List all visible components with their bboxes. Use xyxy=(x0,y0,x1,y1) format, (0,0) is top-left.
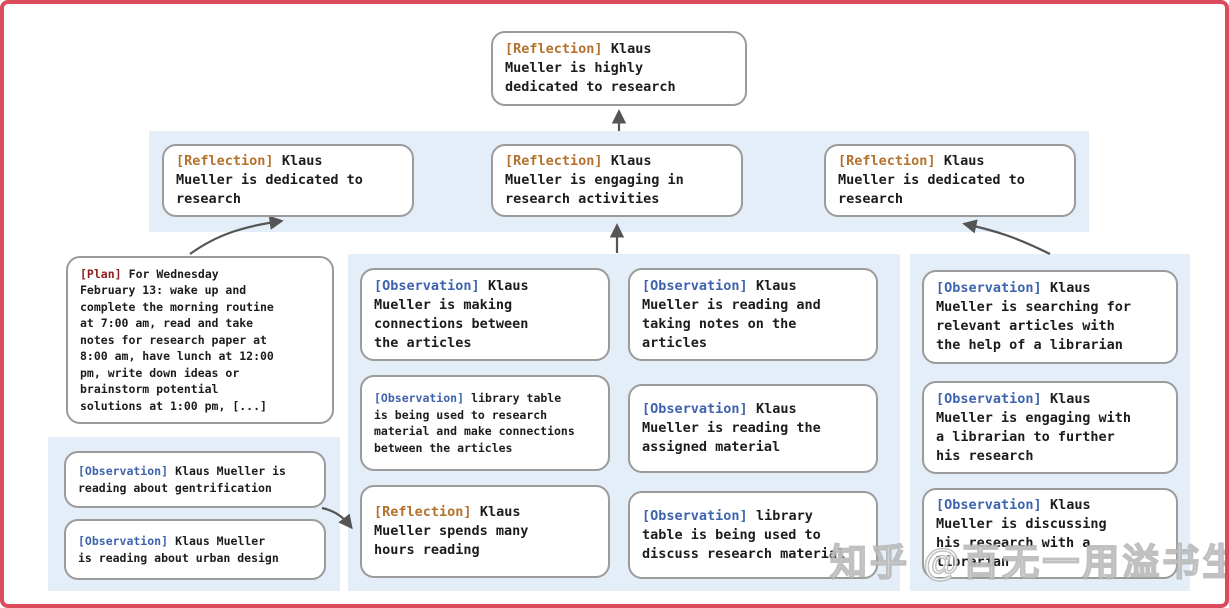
node-observation-library-table-research: [Observation]library table is being used… xyxy=(360,375,610,471)
node-reflection-row2-center: [Reflection]Klaus Mueller is engaging in… xyxy=(491,144,743,217)
reflection-tag: [Reflection] xyxy=(374,504,472,520)
node-plan: [Plan]For Wednesday February 13: wake up… xyxy=(66,256,334,424)
node-text: [Observation]library table is being used… xyxy=(374,391,575,455)
node-text: [Reflection]Klaus Mueller is dedicated t… xyxy=(176,153,363,207)
node-observation-searching-articles: [Observation]Klaus Mueller is searching … xyxy=(922,270,1178,364)
node-text: [Reflection]Klaus Mueller is dedicated t… xyxy=(838,153,1025,207)
observation-tag: [Observation] xyxy=(78,534,169,548)
node-text: [Observation]Klaus Mueller is engaging w… xyxy=(936,390,1132,464)
node-text: [Observation]Klaus Mueller is reading ab… xyxy=(78,464,286,495)
node-observation-assigned-material: [Observation]Klaus Mueller is reading th… xyxy=(628,384,878,473)
reflection-tag: [Reflection] xyxy=(176,153,274,169)
node-reflection-hours-reading: [Reflection]Klaus Mueller spends many ho… xyxy=(360,485,610,578)
plan-tag: [Plan] xyxy=(80,266,122,281)
node-text: [Plan]For Wednesday February 13: wake up… xyxy=(80,266,274,413)
node-reflection-top: [Reflection]Klaus Mueller is highly dedi… xyxy=(491,31,747,106)
node-text: [Observation]Klaus Mueller is searching … xyxy=(936,280,1132,353)
node-observation-engaging-librarian: [Observation]Klaus Mueller is engaging w… xyxy=(922,381,1178,474)
observation-tag: [Observation] xyxy=(374,277,480,294)
reflection-tag: [Reflection] xyxy=(838,153,936,169)
observation-tag: [Observation] xyxy=(374,391,465,405)
node-text: [Observation]library table is being used… xyxy=(642,507,846,562)
observation-tag: [Observation] xyxy=(642,507,748,524)
node-text: [Reflection]Klaus Mueller is highly dedi… xyxy=(505,41,676,95)
observation-tag: [Observation] xyxy=(642,277,748,294)
observation-tag: [Observation] xyxy=(936,496,1042,513)
observation-tag: [Observation] xyxy=(642,401,748,417)
node-text: [Reflection]Klaus Mueller is engaging in… xyxy=(505,153,684,207)
node-observation-urban-design: [Observation]Klaus Mueller is reading ab… xyxy=(64,519,326,580)
node-text: [Observation]Klaus Mueller is discussing… xyxy=(936,496,1107,570)
node-reflection-row2-left: [Reflection]Klaus Mueller is dedicated t… xyxy=(162,144,414,217)
observation-tag: [Observation] xyxy=(936,280,1042,296)
observation-tag: [Observation] xyxy=(78,464,169,478)
reflection-tag: [Reflection] xyxy=(505,153,603,169)
node-text: [Reflection]Klaus Mueller spends many ho… xyxy=(374,504,529,558)
node-text: [Observation]Klaus Mueller is reading th… xyxy=(642,401,821,455)
node-observation-discussing-librarian: [Observation]Klaus Mueller is discussing… xyxy=(922,488,1178,579)
node-text: [Observation]Klaus Mueller is reading an… xyxy=(642,277,821,351)
node-text: [Observation]Klaus Mueller is reading ab… xyxy=(78,534,279,565)
node-reflection-row2-right: [Reflection]Klaus Mueller is dedicated t… xyxy=(824,144,1076,217)
node-text: [Observation]Klaus Mueller is making con… xyxy=(374,277,529,351)
node-observation-making-connections: [Observation]Klaus Mueller is making con… xyxy=(360,268,610,361)
node-observation-discuss-material: [Observation]library table is being used… xyxy=(628,491,878,579)
reflection-tag: [Reflection] xyxy=(505,41,603,57)
node-observation-taking-notes: [Observation]Klaus Mueller is reading an… xyxy=(628,268,878,361)
observation-tag: [Observation] xyxy=(936,390,1042,407)
watermark-zhihu: 知乎 @百无一用溢书生 xyxy=(829,541,1229,584)
node-observation-gentrification: [Observation]Klaus Mueller is reading ab… xyxy=(64,451,326,508)
